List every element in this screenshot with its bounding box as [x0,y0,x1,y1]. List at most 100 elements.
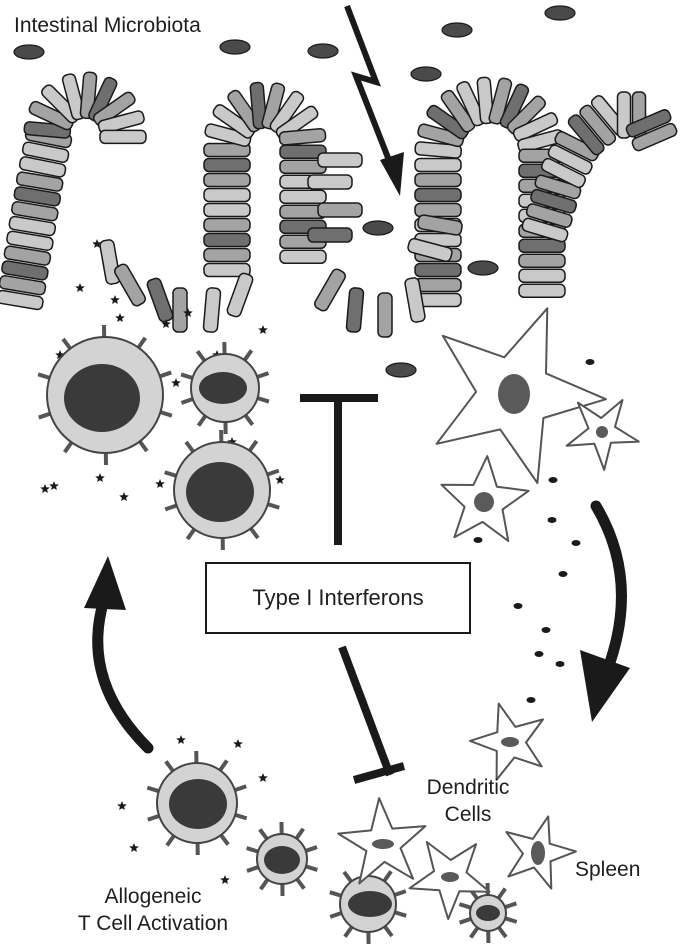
dendritic-cell-nucleus [372,839,394,849]
cytokine-stars [40,239,285,884]
t-cell-receptor [329,911,343,919]
t-cell-receptor [394,910,407,918]
allogeneic-label-line1: Allogeneic [104,885,202,908]
villus-far-right-cell [554,131,600,162]
villus-right-cell [414,262,462,278]
villus-left-cell [1,260,49,281]
medium-t-cell [164,429,280,551]
t-cell-receptor [242,349,254,362]
villus-right-cell [414,202,462,218]
t-cell-receptor [342,870,353,883]
villus-left-cell [97,110,145,134]
villus-mid-cell [203,142,251,158]
t-cell-receptor [136,336,147,349]
t-cell-receptor [305,864,318,872]
villus-far-right-cell [540,157,587,189]
t-cell-receptor [504,916,518,924]
cytokine-star [75,283,85,292]
villus-right-cell [414,277,462,293]
t-cell-receptor [165,834,176,847]
t-cells [37,324,518,945]
small-t-cell [180,341,270,435]
villus-right-cell [518,238,566,254]
cytokine-star [40,484,50,493]
cytokine-star [275,475,285,484]
t-cell-receptor [258,828,269,841]
t-cell-receptor [159,410,173,418]
villus-far-right-cell [534,174,582,200]
t-cell-receptor [329,890,342,898]
villus-right-cell [414,157,462,173]
cytokine-star [155,479,165,488]
villus-left-cell [0,274,47,296]
villus-right-cell [414,141,463,159]
villus-far-right-cell [625,109,672,138]
bacterium [362,220,394,236]
large-t-cell [37,324,173,466]
t-cell-receptor [259,878,270,891]
t-cell-receptor [504,901,518,910]
villus-right-cell [488,77,513,125]
dendritic-cell-bottom-3 [505,815,577,890]
t-cell-lower-left [146,750,248,856]
villus-right-cell [476,76,495,125]
t-cell-lower-small [246,821,318,897]
t-cell-receptor [248,439,259,452]
villus-far-right-cell [547,144,593,175]
cytokine-star [49,481,59,490]
crypt-cell [314,268,346,312]
cytokine-dot [555,661,565,667]
cytokine-dot [585,359,595,365]
villus-far-right-cell [579,104,617,146]
villus-mid-cell [203,262,251,278]
villus-mid-cell [203,187,251,203]
dendritic-cell-nucleus [596,426,608,438]
villus-mid-cell [203,202,251,218]
t-cell-receptor [249,527,260,540]
cytokine-star [183,308,193,317]
cytokine-star [258,325,268,334]
t-cell-receptor [393,889,407,897]
cytokine-star [92,239,102,248]
small-dendritic-cell [565,399,640,471]
t-cell-nucleus [64,364,140,432]
cytokine-dot [526,697,536,703]
t-cell-receptor [180,397,194,405]
cytokine-star [110,295,120,304]
t-cell-nucleus [264,846,300,874]
t-cell-receptor [219,833,230,846]
villus-right-cell [518,268,566,284]
bacterium [13,44,45,60]
crypt-cell [172,287,188,333]
dendritic-cell-bottom-1 [337,797,427,885]
cytokine-dot [558,571,568,577]
villus-right-cell [440,89,476,133]
villus-right-cell [414,172,462,188]
lightning-bolt-arrowhead [380,152,404,196]
t-cell-receptor [267,502,280,510]
crypt-cell [114,263,146,307]
cytokine-star [95,473,105,482]
t-cell-receptor [294,827,305,840]
t-cell-receptor [234,812,248,821]
cytokine-dot [571,540,581,546]
villus-far-right-cell [530,188,578,214]
t-cell-receptor [256,396,270,404]
t-cell-receptor [218,759,229,772]
crypt-cell [317,152,363,168]
t-cell-receptor [496,887,507,900]
crypt-cell [417,214,463,236]
villus-left-cell [0,289,44,311]
cytokine-star [176,735,186,744]
villus-right-cell [518,253,566,269]
villus-mid-cell [204,123,252,147]
dendritic-cell-nucleus [441,872,459,882]
villus-right-cell [506,95,546,135]
villus-left-cell [28,100,74,131]
curved-arrow-right [590,500,627,674]
cytokine-star [258,773,268,782]
t-cell-receptor [256,371,270,379]
villus-left-cell [11,200,59,222]
